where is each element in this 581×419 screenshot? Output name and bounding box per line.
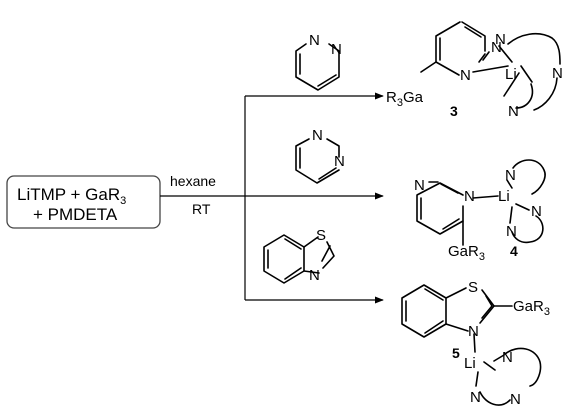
reagent-line-1: LiTMP + GaR3	[17, 185, 126, 207]
atom-n: N	[505, 167, 516, 184]
product-3: N N Li N N N R3Ga 3	[386, 21, 563, 120]
reagent-line-2: + PMDETA	[33, 205, 118, 224]
reactant-pyrimidine: N N	[295, 127, 345, 184]
substituent-gar3: GaR3	[513, 298, 550, 318]
atom-n: N	[464, 188, 475, 205]
condition-temperature: RT	[192, 201, 211, 217]
substituent-r3ga: R3Ga	[386, 89, 424, 109]
atom-n: N	[309, 267, 320, 284]
condition-solvent: hexane	[170, 173, 216, 189]
atom-n: N	[506, 223, 517, 240]
atom-li: Li	[464, 355, 476, 372]
product-label-5: 5	[452, 345, 460, 361]
atom-s: S	[468, 279, 478, 296]
atom-n: N	[470, 389, 481, 406]
atom-n: N	[531, 203, 542, 220]
reaction-arrows	[160, 92, 384, 304]
atom-n: N	[502, 349, 513, 366]
atom-n: N	[552, 65, 563, 82]
atom-n: N	[312, 127, 323, 144]
atom-s: S	[316, 227, 326, 244]
reactant-benzothiazole: S N	[263, 227, 335, 284]
atom-li: Li	[505, 66, 517, 83]
reactant-pyridazine: N N	[295, 32, 342, 91]
atom-n: N	[510, 391, 521, 408]
atom-li: Li	[498, 188, 510, 205]
atom-n: N	[460, 67, 471, 84]
product-label-4: 4	[510, 243, 518, 259]
atom-n: N	[331, 41, 342, 58]
product-4: N N Li N N N GaR3 4	[414, 159, 546, 263]
product-label-3: 3	[450, 103, 458, 119]
reagent-box: LiTMP + GaR3 + PMDETA	[6, 175, 161, 229]
atom-n: N	[468, 323, 479, 340]
substituent-gar3: GaR3	[448, 243, 485, 263]
product-5: S N Li N N N GaR3 5	[401, 279, 550, 408]
atom-n: N	[334, 153, 345, 170]
atom-n: N	[309, 32, 320, 49]
atom-n: N	[414, 177, 425, 194]
atom-n: N	[508, 103, 519, 120]
atom-n: N	[495, 31, 506, 48]
atom-n: N	[491, 39, 502, 56]
